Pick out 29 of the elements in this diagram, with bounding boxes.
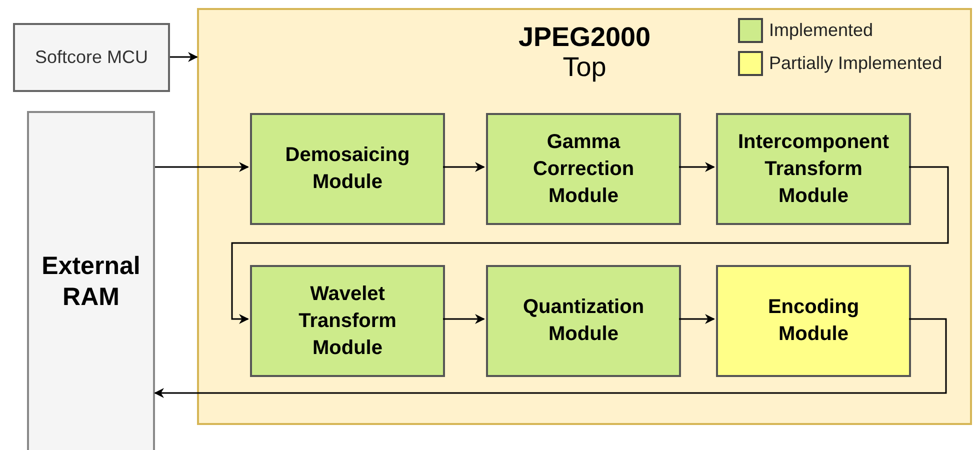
arrow [679,314,715,324]
legend-label: Partially Implemented [769,53,942,74]
legend-label: Implemented [769,20,874,41]
arrow [679,162,715,172]
panel-title: JPEG2000 [518,22,651,52]
arrow [231,166,949,324]
module-label: Demosaicing Module [284,143,411,195]
box-label: External RAM [41,251,141,313]
box-label: Softcore MCU [34,47,148,68]
module-box [250,113,445,225]
processor-box [13,23,170,92]
arrow [155,162,249,172]
memory-block [27,111,155,450]
module-label: Intercomponent Transform Module [736,130,890,208]
module-box [716,265,911,377]
arrow [154,318,947,398]
module-box [250,265,445,377]
container-panel [197,8,972,425]
module-box [716,113,911,225]
arrow [170,52,198,62]
module-label: Encoding Module [766,295,860,347]
module-label: Wavelet Transform Module [298,282,398,360]
panel-subtitle: Top [562,52,606,82]
module-box [486,265,681,377]
arrow [443,314,485,324]
module-label: Gamma Correction Module [532,130,636,208]
module-box [486,113,681,225]
module-label: Quantization Module [522,295,646,347]
arrow [443,162,485,172]
